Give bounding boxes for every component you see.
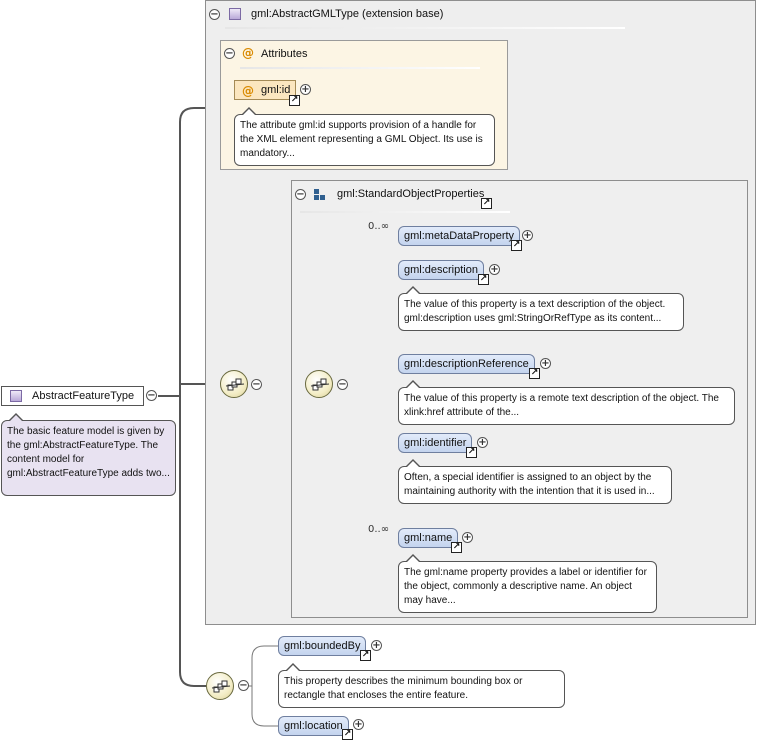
element-gml-identifier[interactable]: gml:identifier [398,433,473,453]
description-documentation: The value of this property is a text des… [398,286,684,331]
element-gml-metadataproperty[interactable]: gml:metaDataProperty [398,226,521,246]
group-collapse-button[interactable]: − [295,189,306,200]
boundedby-documentation: This property describes the minimum boun… [278,663,565,708]
attribute-icon: @ [242,84,254,98]
element-gml-description[interactable]: gml:description [398,260,484,280]
location-expand-button[interactable]: + [353,719,364,730]
sequence-collapse-button[interactable]: − [251,379,262,390]
gml-id-link-icon[interactable]: ↗ [289,95,300,106]
group-icon [314,189,325,200]
attribute-icon: @ [242,46,254,60]
root-documentation: The basic feature model is given by the … [1,413,176,496]
name-link-icon[interactable]: ↗ [451,542,462,553]
element-gml-descriptionreference[interactable]: gml:descriptionReference [398,354,535,374]
attribute-gml-id[interactable]: @ gml:id [234,80,297,100]
gml-id-documentation: The attribute gml:id supports provision … [234,107,495,166]
metadataproperty-link-icon[interactable]: ↗ [511,240,522,251]
description-link-icon[interactable]: ↗ [478,274,489,285]
metadataproperty-expand-button[interactable]: + [522,230,533,241]
descriptionreference-link-icon[interactable]: ↗ [529,368,540,379]
element-gml-name[interactable]: gml:name [398,528,459,548]
extension-title: gml:AbstractGMLType (extension base) [251,8,444,20]
identifier-expand-button[interactable]: + [477,437,488,448]
descriptionreference-expand-button[interactable]: + [540,358,551,369]
sequence-compositor-icon[interactable] [206,672,234,700]
group-link-icon[interactable]: ↗ [481,198,492,209]
location-link-icon[interactable]: ↗ [342,729,353,740]
sequence-collapse-button[interactable]: − [238,680,249,691]
attribute-name: gml:id [261,84,291,96]
root-collapse-button[interactable]: − [146,390,157,401]
descriptionreference-documentation: The value of this property is a remote t… [398,380,735,425]
element-gml-boundedby[interactable]: gml:boundedBy [278,636,367,656]
root-element-abstract-feature-type[interactable]: AbstractFeatureType [1,386,144,406]
sequence-collapse-button[interactable]: − [337,379,348,390]
complex-type-icon [229,8,241,20]
attributes-separator [240,67,480,69]
boundedby-expand-button[interactable]: + [371,640,382,651]
root-element-name: AbstractFeatureType [32,390,135,402]
attributes-title: Attributes [261,48,308,60]
boundedby-link-icon[interactable]: ↗ [360,650,371,661]
identifier-documentation: Often, a special identifier is assigned … [398,459,672,504]
extension-separator [225,27,625,29]
attributes-collapse-button[interactable]: − [224,48,235,59]
complex-type-icon [10,390,22,402]
multiplicity-label: 0..∞ [368,221,390,232]
multiplicity-label: 0..∞ [368,524,390,535]
group-title: gml:StandardObjectProperties [337,188,485,200]
element-gml-location[interactable]: gml:location [278,716,349,736]
extension-collapse-button[interactable]: − [209,9,220,20]
name-expand-button[interactable]: + [462,532,473,543]
group-separator [300,211,510,213]
sequence-compositor-icon[interactable] [220,370,248,398]
name-documentation: The gml:name property provides a label o… [398,554,657,613]
identifier-link-icon[interactable]: ↗ [466,447,477,458]
sequence-compositor-icon[interactable] [305,370,333,398]
gml-id-expand-button[interactable]: + [300,84,311,95]
description-expand-button[interactable]: + [489,264,500,275]
